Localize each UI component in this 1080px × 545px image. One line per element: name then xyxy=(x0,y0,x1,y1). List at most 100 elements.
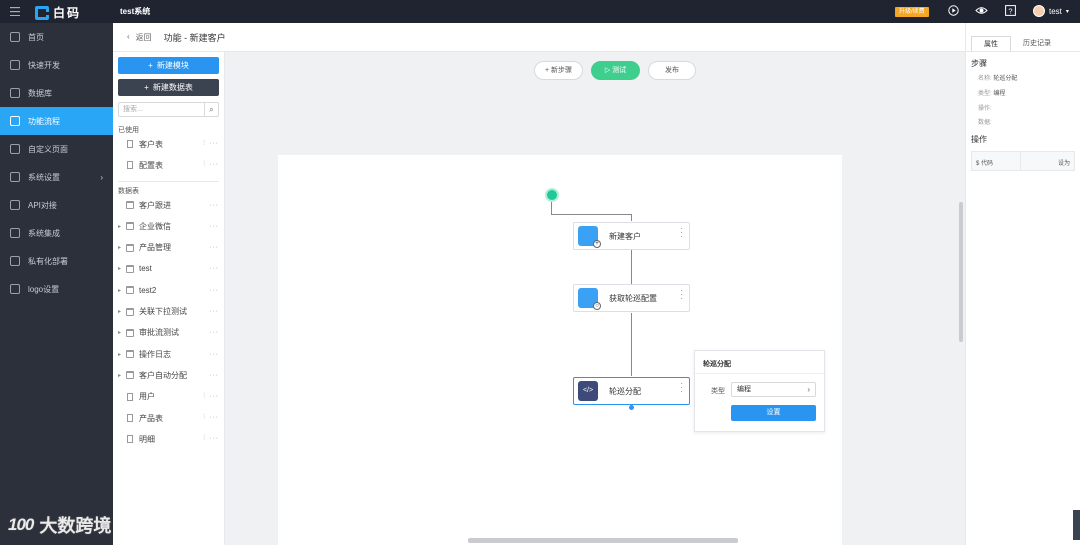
set-as-label[interactable]: 设为 xyxy=(1057,161,1070,167)
sidebar-item-label: 私有化部署 xyxy=(28,256,68,266)
user-menu[interactable]: test ▾ xyxy=(1033,5,1069,17)
more-icon[interactable]: ··· xyxy=(209,286,219,294)
caret-right-icon[interactable]: ▸ xyxy=(118,372,122,379)
type-label: 类型: xyxy=(978,91,992,97)
upgrade-badge[interactable]: 升级/续费 xyxy=(895,7,929,17)
caret-right-icon[interactable]: ▸ xyxy=(118,287,122,294)
brand-name: 白码 xyxy=(53,6,82,20)
more-icon[interactable]: ··· xyxy=(209,329,219,337)
more-icon[interactable]: ··· xyxy=(209,222,219,230)
new-table-button[interactable]: + 新建数据表 xyxy=(118,79,219,96)
caret-right-icon[interactable]: ▸ xyxy=(118,309,122,315)
panel-resize-handle[interactable] xyxy=(1073,510,1080,540)
connector-handle[interactable] xyxy=(629,405,634,410)
play-icon: ▷ xyxy=(604,67,613,74)
tree-item[interactable]: 客户跟进 ··· xyxy=(118,197,222,213)
tree-item[interactable]: ▸审批流测试··· xyxy=(118,325,222,341)
tree-item[interactable]: ▸关联下拉测试··· xyxy=(118,304,222,320)
menu-icon[interactable] xyxy=(10,7,20,16)
brand-logo[interactable]: 白码 xyxy=(35,4,81,21)
tree-item[interactable]: ▸客户自动分配··· xyxy=(118,367,222,383)
publish-button[interactable]: 发布 xyxy=(648,61,697,80)
search-placeholder: 搜索... xyxy=(123,106,143,113)
setup-button[interactable]: 设置 xyxy=(731,405,816,421)
tree-item[interactable]: 配置表⫶ ··· xyxy=(118,157,222,173)
sidebar-item[interactable]: 首页 xyxy=(0,23,113,51)
more-icon[interactable]: ··· xyxy=(209,350,219,358)
caret-right-icon[interactable]: ▸ xyxy=(118,351,122,358)
properties-tabs: 属性 历史记录 xyxy=(971,36,1063,52)
sidebar-item[interactable]: 功能流程 xyxy=(0,107,113,135)
ops-table: $ 代码 设为 xyxy=(971,151,1075,171)
tree-item[interactable]: ▸产品管理··· xyxy=(118,240,222,256)
tree-item[interactable]: 客户表 ⫶ ··· xyxy=(118,136,222,152)
caret-right-icon[interactable]: ▸ xyxy=(118,266,122,273)
tree-item[interactable]: ▸test2··· xyxy=(118,282,222,298)
caret-right-icon[interactable]: ▸ xyxy=(118,330,122,337)
flow-node[interactable]: ○ 获取轮巡配置 ··· xyxy=(573,284,690,312)
caret-right-icon[interactable]: ▸ xyxy=(118,223,122,230)
sidebar-item[interactable]: 系统集成 xyxy=(0,219,113,247)
help-icon[interactable]: ? xyxy=(1004,5,1017,18)
flow-toolbar: + 新步骤 ▷ 测试 发布 xyxy=(225,61,965,80)
more-icon[interactable]: ··· xyxy=(209,308,219,315)
api-icon xyxy=(10,200,20,210)
more-icon[interactable]: ⫶ ··· xyxy=(203,161,219,168)
tab-properties[interactable]: 属性 xyxy=(971,36,1011,52)
start-node-icon[interactable] xyxy=(545,188,559,202)
vertical-scrollbar[interactable] xyxy=(959,202,963,342)
horizontal-scrollbar[interactable] xyxy=(468,538,738,543)
code-label[interactable]: $ 代码 xyxy=(976,161,994,167)
brand-mark-icon xyxy=(35,5,49,20)
flow-canvas[interactable]: + 新步骤 ▷ 测试 发布 + 新建客户 ··· ○ 获取轮巡配置 ··· </… xyxy=(225,52,965,545)
more-icon[interactable]: ··· xyxy=(209,244,219,252)
type-select[interactable]: 编程 › xyxy=(731,382,816,397)
sidebar-item[interactable]: 数据库 xyxy=(0,79,113,107)
sidebar-item[interactable]: 系统设置› xyxy=(0,163,113,191)
step-section-title: 步骤 xyxy=(971,59,987,68)
new-module-button[interactable]: + 新建模块 xyxy=(118,57,219,74)
search-input[interactable]: 搜索... ⌕ xyxy=(118,102,219,117)
integration-icon xyxy=(10,228,20,238)
tree-item[interactable]: 用户⫶ ··· xyxy=(118,389,222,405)
tree-item-label: 客户跟进 xyxy=(139,200,171,210)
back-button[interactable]: ‹ 返回 xyxy=(127,32,152,43)
tree-item[interactable]: ▸企业微信··· xyxy=(118,218,222,234)
sidebar-item[interactable]: 自定义页面 xyxy=(0,135,113,163)
tree-item[interactable]: 产品表⫶ ··· xyxy=(118,410,222,426)
more-vertical-icon[interactable]: ··· xyxy=(680,286,683,303)
more-icon[interactable]: ⫶ ··· xyxy=(203,392,219,400)
logo-settings-icon xyxy=(10,284,20,294)
test-button[interactable]: ▷ 测试 xyxy=(591,61,641,80)
search-icon[interactable]: ⌕ xyxy=(204,103,218,116)
caret-right-icon[interactable]: ▸ xyxy=(118,245,122,252)
tree-item[interactable]: 明细⫶ ··· xyxy=(118,431,222,447)
plus-icon: + xyxy=(144,83,149,92)
flow-node-selected[interactable]: </> 轮巡分配 ··· xyxy=(573,377,690,405)
sidebar-item-label: 自定义页面 xyxy=(28,144,68,154)
tree-item[interactable]: ▸操作日志··· xyxy=(118,346,222,362)
sidebar-item[interactable]: 快速开发 xyxy=(0,51,113,79)
more-icon[interactable]: ⫶ ··· xyxy=(203,414,219,421)
sidebar-item[interactable]: logo设置 xyxy=(0,275,113,303)
more-vertical-icon[interactable]: ··· xyxy=(680,224,683,241)
tab-history[interactable]: 历史记录 xyxy=(1023,40,1051,47)
more-icon[interactable]: ⫶ ··· xyxy=(203,435,219,443)
code-icon: </> xyxy=(578,381,598,401)
tree-item[interactable]: ▸test··· xyxy=(118,261,222,277)
eye-icon[interactable] xyxy=(975,5,988,18)
more-icon[interactable]: ··· xyxy=(209,201,219,209)
more-icon[interactable]: ⫶ ··· xyxy=(203,140,219,147)
new-step-button[interactable]: + 新步骤 xyxy=(533,61,584,80)
tree-item-label: 客户表 xyxy=(139,139,163,149)
sidebar-item[interactable]: API对接 xyxy=(0,191,113,219)
flow-node[interactable]: + 新建客户 ··· xyxy=(573,222,690,250)
more-icon[interactable]: ··· xyxy=(209,265,219,273)
more-vertical-icon[interactable]: ··· xyxy=(680,379,683,396)
new-step-label: 新步骤 xyxy=(551,67,573,74)
play-circle-icon[interactable] xyxy=(947,5,960,18)
system-name[interactable]: test系统 xyxy=(120,7,151,16)
more-icon[interactable]: ··· xyxy=(209,371,219,379)
sidebar-item[interactable]: 私有化部署 xyxy=(0,247,113,275)
type-value: 编程 xyxy=(993,91,1006,97)
